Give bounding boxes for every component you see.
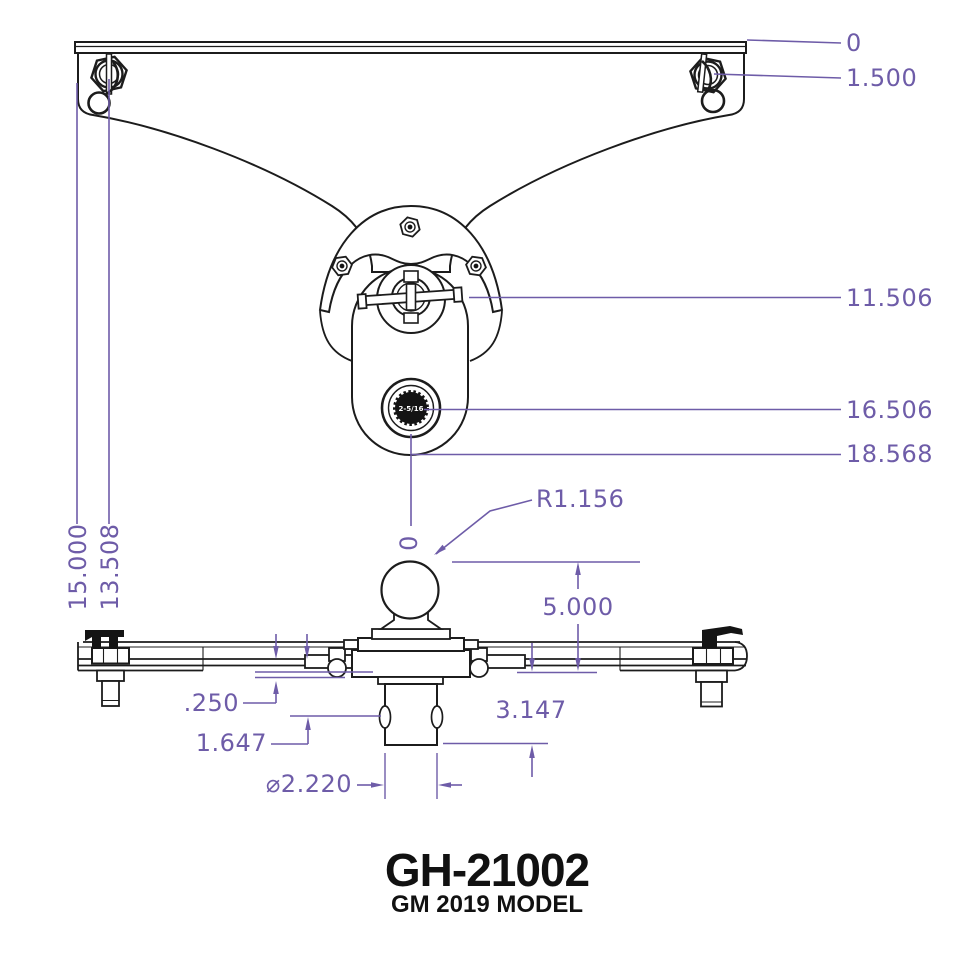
- rail-rounded-end: [734, 641, 748, 672]
- spring-pin-right: [430, 705, 444, 729]
- locking-knob: 2-5/16: [380, 377, 442, 439]
- mounting-body-outline: [77, 49, 745, 273]
- ball-size-marking: 2-5/16: [399, 405, 424, 413]
- title-block: GH-21002 GM 2019 MODEL: [385, 844, 590, 918]
- model-subtitle: GM 2019 MODEL: [391, 891, 583, 918]
- sector-bolt: [399, 216, 421, 238]
- dimension-annotations: 0 1.500 11.506 16.506 18.568 15.000 13.5…: [64, 29, 933, 799]
- dim-ball-radius: R1.156: [536, 485, 624, 513]
- spring-pin-left: [378, 705, 392, 729]
- latch-lever-right: [702, 626, 743, 648]
- hitch-ball: [380, 560, 440, 620]
- dim-ball-datum: 0: [395, 535, 423, 551]
- center-block: [351, 649, 471, 678]
- dim-handle-center: 11.506: [846, 284, 933, 312]
- dim-left-overall: 15.000: [64, 524, 92, 611]
- dim-left-pin-row: 13.508: [96, 524, 124, 611]
- dim-pin-center: 1.500: [846, 64, 917, 92]
- dim-plate-bottom: 18.568: [846, 440, 933, 468]
- sector-bolt: [465, 255, 487, 277]
- pin-clip-right: [701, 60, 713, 91]
- pivot-sector-plate: [318, 204, 504, 314]
- ball-base-plate: [357, 637, 465, 652]
- hub-top-tab: [403, 270, 419, 283]
- dim-ball-height: 5.000: [542, 593, 613, 621]
- dim-pin-offset: 1.647: [196, 729, 267, 757]
- dim-shank-diameter: ⌀2.220: [266, 770, 352, 798]
- wing-handle-hub: [356, 264, 464, 334]
- side-view-drawing: [77, 560, 748, 746]
- latch-lever-left: [85, 630, 124, 649]
- top-rail-bar: [74, 41, 747, 54]
- anchor-nut-left: [91, 647, 130, 665]
- anchor-left: [85, 630, 130, 707]
- dim-top-datum: 0: [846, 29, 862, 57]
- hub-center-slot: [405, 283, 417, 311]
- part-number-title: GH-21002: [385, 844, 589, 896]
- ball-mount-center: [304, 560, 526, 746]
- ball-shank-cylinder: [384, 683, 438, 746]
- dim-knob-center: 16.506: [846, 396, 933, 424]
- top-view-drawing: 2-5/16: [74, 41, 747, 456]
- hitch-pin-right: [689, 53, 727, 114]
- dim-flange-thickness: .250: [184, 689, 239, 717]
- hub-bottom-tab: [403, 312, 419, 324]
- sector-bolt: [331, 255, 353, 277]
- anchor-nut-right: [692, 647, 734, 665]
- dim-shank-drop: 3.147: [495, 696, 566, 724]
- anchor-right: [692, 626, 743, 708]
